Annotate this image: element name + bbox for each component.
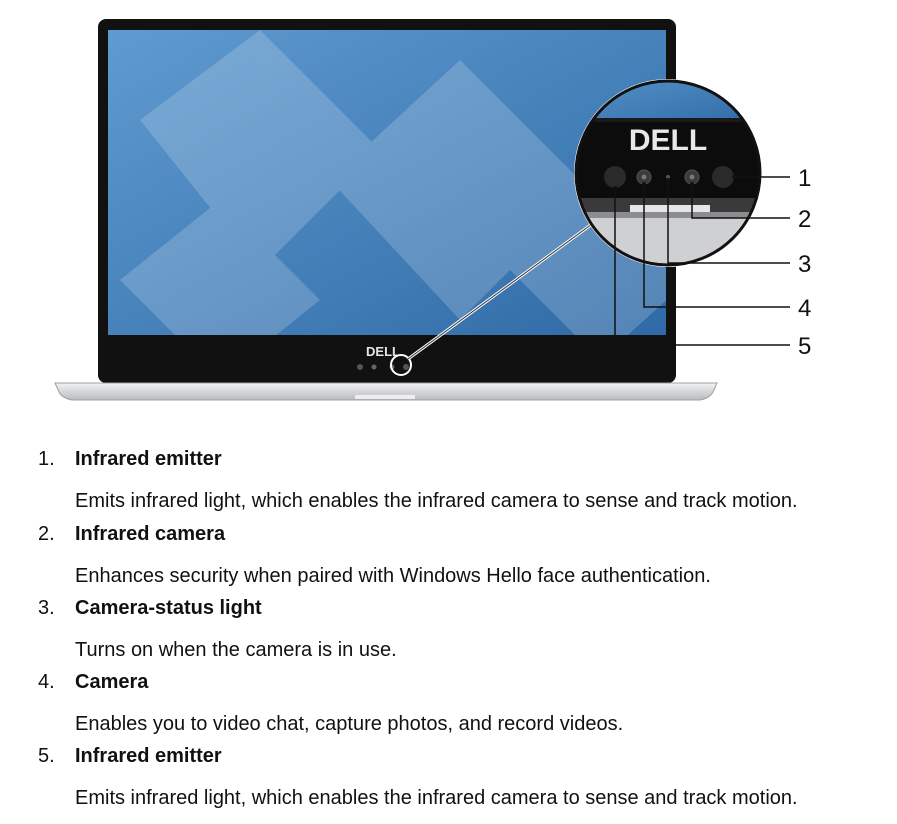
bezel-sensor — [357, 364, 363, 370]
item-description: Emits infrared light, which enables the … — [75, 787, 798, 809]
zoom-logo: DELL — [629, 124, 707, 157]
infrared-emitter-right — [712, 166, 734, 188]
callout-number: 1 — [798, 165, 811, 192]
infrared-emitter-left — [604, 166, 626, 188]
item-term: Infrared camera — [75, 523, 226, 545]
laptop-base — [54, 382, 718, 401]
item-term: Infrared emitter — [75, 745, 222, 767]
bezel-sensor — [371, 364, 377, 370]
item-description: Turns on when the camera is in use. — [75, 639, 397, 661]
item-number: 5. — [38, 745, 55, 767]
item-term: Camera — [75, 671, 149, 693]
laptop-lid: DELL — [98, 19, 676, 383]
item-number: 4. — [38, 671, 55, 693]
item-description: Enhances security when paired with Windo… — [75, 565, 711, 587]
camera-status-light — [666, 175, 670, 179]
callout-lines — [614, 176, 790, 346]
laptop-camera-figure: DELL DELL — [54, 19, 811, 401]
item-number: 2. — [38, 523, 55, 545]
callout-number: 2 — [798, 206, 811, 233]
callout-number: 4 — [798, 295, 811, 322]
item-description: Emits infrared light, which enables the … — [75, 490, 798, 512]
laptop-screen — [108, 30, 666, 335]
bezel-sensor — [403, 364, 409, 370]
bezel-highlight-circle — [390, 354, 412, 376]
bezel-logo: DELL — [366, 344, 400, 359]
item-number: 3. — [38, 597, 55, 619]
item-number: 1. — [38, 448, 55, 470]
callout-number: 5 — [798, 333, 811, 360]
callout-number: 3 — [798, 251, 811, 278]
item-description: Enables you to video chat, capture photo… — [75, 713, 624, 735]
item-term: Camera-status light — [75, 597, 262, 619]
item-term: Infrared emitter — [75, 448, 222, 470]
